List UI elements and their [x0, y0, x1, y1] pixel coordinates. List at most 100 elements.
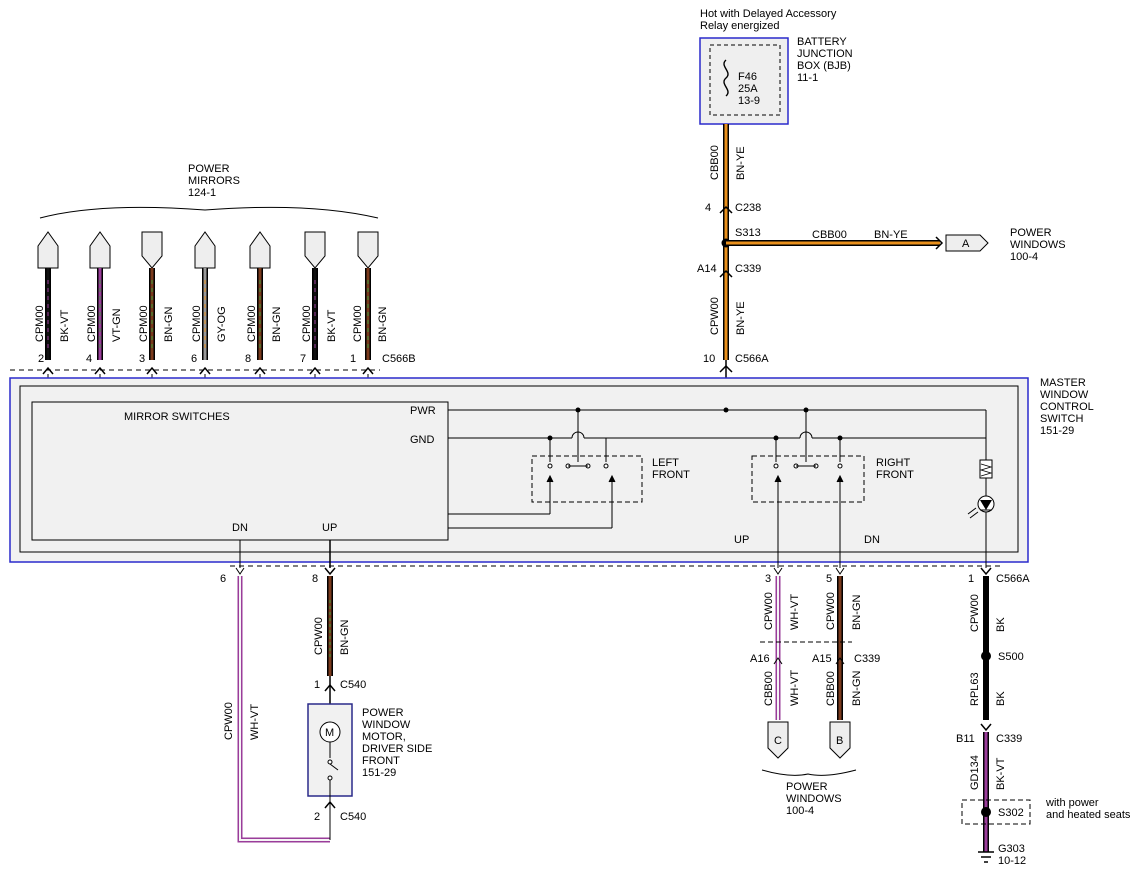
svg-text:with power: with power	[1045, 797, 1099, 809]
svg-text:1: 1	[968, 573, 974, 585]
svg-text:MIRRORS: MIRRORS	[188, 175, 240, 187]
left-front-switch: LEFT FRONT	[448, 410, 690, 529]
power-mirrors: POWER MIRRORS 124-1 2 4 3 6 8 7 1 C566B …	[34, 163, 416, 365]
svg-text:CPW00: CPW00	[825, 592, 837, 630]
svg-text:JUNCTION: JUNCTION	[797, 48, 853, 60]
svg-text:A16: A16	[750, 653, 770, 665]
battery-junction-box: Hot with Delayed Accessory Relay energiz…	[699, 8, 853, 125]
svg-text:BN-GN: BN-GN	[851, 671, 863, 707]
svg-text:C540: C540	[340, 811, 366, 823]
svg-text:GY-OG: GY-OG	[216, 306, 228, 342]
svg-text:A14: A14	[697, 263, 717, 275]
svg-text:UP: UP	[322, 522, 337, 534]
svg-text:BK: BK	[995, 617, 1007, 632]
svg-text:6: 6	[220, 573, 226, 585]
svg-text:G303: G303	[998, 843, 1025, 855]
svg-text:CPM00: CPM00	[352, 305, 364, 342]
svg-text:A15: A15	[812, 653, 832, 665]
svg-text:S313: S313	[735, 227, 761, 239]
svg-text:SWITCH: SWITCH	[1040, 413, 1083, 425]
svg-text:CPW00: CPW00	[969, 594, 981, 632]
svg-text:100-4: 100-4	[1010, 251, 1038, 263]
mirror-connector	[37, 231, 59, 269]
mirror-connector	[194, 231, 216, 269]
svg-text:151-29: 151-29	[1040, 425, 1074, 437]
splice-s302	[981, 807, 991, 817]
mirror-connector	[141, 231, 163, 269]
svg-text:4: 4	[705, 202, 711, 214]
svg-text:MASTER: MASTER	[1040, 377, 1086, 389]
svg-text:5: 5	[826, 573, 832, 585]
svg-text:10: 10	[703, 353, 715, 365]
svg-text:DRIVER SIDE: DRIVER SIDE	[362, 743, 432, 755]
svg-text:WH-VT: WH-VT	[789, 670, 801, 706]
svg-text:WINDOWS: WINDOWS	[1010, 239, 1066, 251]
svg-text:C: C	[774, 735, 782, 747]
svg-text:C566B: C566B	[382, 353, 416, 365]
svg-text:RPL63: RPL63	[969, 672, 981, 706]
svg-text:BOX (BJB): BOX (BJB)	[797, 60, 851, 72]
svg-text:1: 1	[314, 679, 320, 691]
svg-text:WH-VT: WH-VT	[789, 594, 801, 630]
svg-text:BATTERY: BATTERY	[797, 36, 847, 48]
svg-text:WH-VT: WH-VT	[249, 704, 261, 740]
svg-text:DN: DN	[232, 522, 248, 534]
connector-pin-arrow	[199, 366, 211, 375]
svg-text:124-1: 124-1	[188, 187, 216, 199]
svg-text:F46: F46	[738, 71, 757, 83]
connector-pin-arrow	[42, 366, 54, 375]
svg-text:CPW00: CPW00	[763, 592, 775, 630]
svg-text:C339: C339	[735, 263, 761, 275]
svg-text:DN: DN	[864, 534, 880, 546]
splice-s500	[981, 651, 991, 661]
svg-text:UP: UP	[734, 534, 749, 546]
mirror-connector	[89, 231, 111, 269]
connector-b	[829, 721, 851, 759]
svg-text:CPW00: CPW00	[313, 617, 325, 655]
svg-text:3: 3	[139, 353, 145, 365]
svg-text:6: 6	[191, 353, 197, 365]
svg-text:FRONT: FRONT	[876, 469, 914, 481]
svg-text:CPM00: CPM00	[191, 305, 203, 342]
svg-text:C566A: C566A	[996, 573, 1030, 585]
svg-text:1: 1	[350, 353, 356, 365]
svg-text:2: 2	[38, 353, 44, 365]
svg-text:PWR: PWR	[410, 405, 436, 417]
svg-text:4: 4	[86, 353, 92, 365]
connector-pin-arrow	[309, 366, 321, 375]
svg-text:POWER: POWER	[1010, 227, 1052, 239]
svg-text:BK-VT: BK-VT	[995, 757, 1007, 790]
svg-text:BK-VT: BK-VT	[326, 309, 338, 342]
mirror-connector	[304, 231, 326, 269]
ground-icon	[978, 851, 994, 863]
svg-text:CPM00: CPM00	[138, 305, 150, 342]
svg-text:CPM00: CPM00	[246, 305, 258, 342]
svg-text:7: 7	[300, 353, 306, 365]
svg-text:POWER: POWER	[786, 781, 828, 793]
svg-text:BK: BK	[995, 691, 1007, 706]
svg-text:CPM00: CPM00	[34, 305, 46, 342]
svg-text:25A: 25A	[738, 83, 758, 95]
svg-text:GD134: GD134	[969, 755, 981, 790]
svg-text:2: 2	[314, 811, 320, 823]
svg-text:CBB00: CBB00	[709, 145, 721, 180]
svg-text:CPM00: CPM00	[86, 305, 98, 342]
right-front-switch: RIGHT FRONT UP DN	[734, 410, 914, 568]
svg-text:S302: S302	[998, 807, 1024, 819]
connector-a	[945, 234, 989, 252]
connector-pin-arrow	[94, 366, 106, 375]
svg-text:C566A: C566A	[735, 353, 769, 365]
svg-text:151-29: 151-29	[362, 767, 396, 779]
svg-text:GND: GND	[410, 434, 435, 446]
svg-text:3: 3	[765, 573, 771, 585]
svg-text:BN-GN: BN-GN	[851, 595, 863, 631]
svg-text:BN-YE: BN-YE	[735, 301, 747, 335]
connector-c	[767, 721, 789, 759]
svg-text:CBB00: CBB00	[812, 229, 847, 241]
svg-text:M: M	[325, 727, 334, 739]
ground-circuit: 1 C566A CPW00 BK S500 RPL63 BK B11 C339 …	[956, 567, 1131, 867]
svg-text:MIRROR SWITCHES: MIRROR SWITCHES	[124, 411, 230, 423]
svg-text:BN-GN: BN-GN	[271, 307, 283, 343]
